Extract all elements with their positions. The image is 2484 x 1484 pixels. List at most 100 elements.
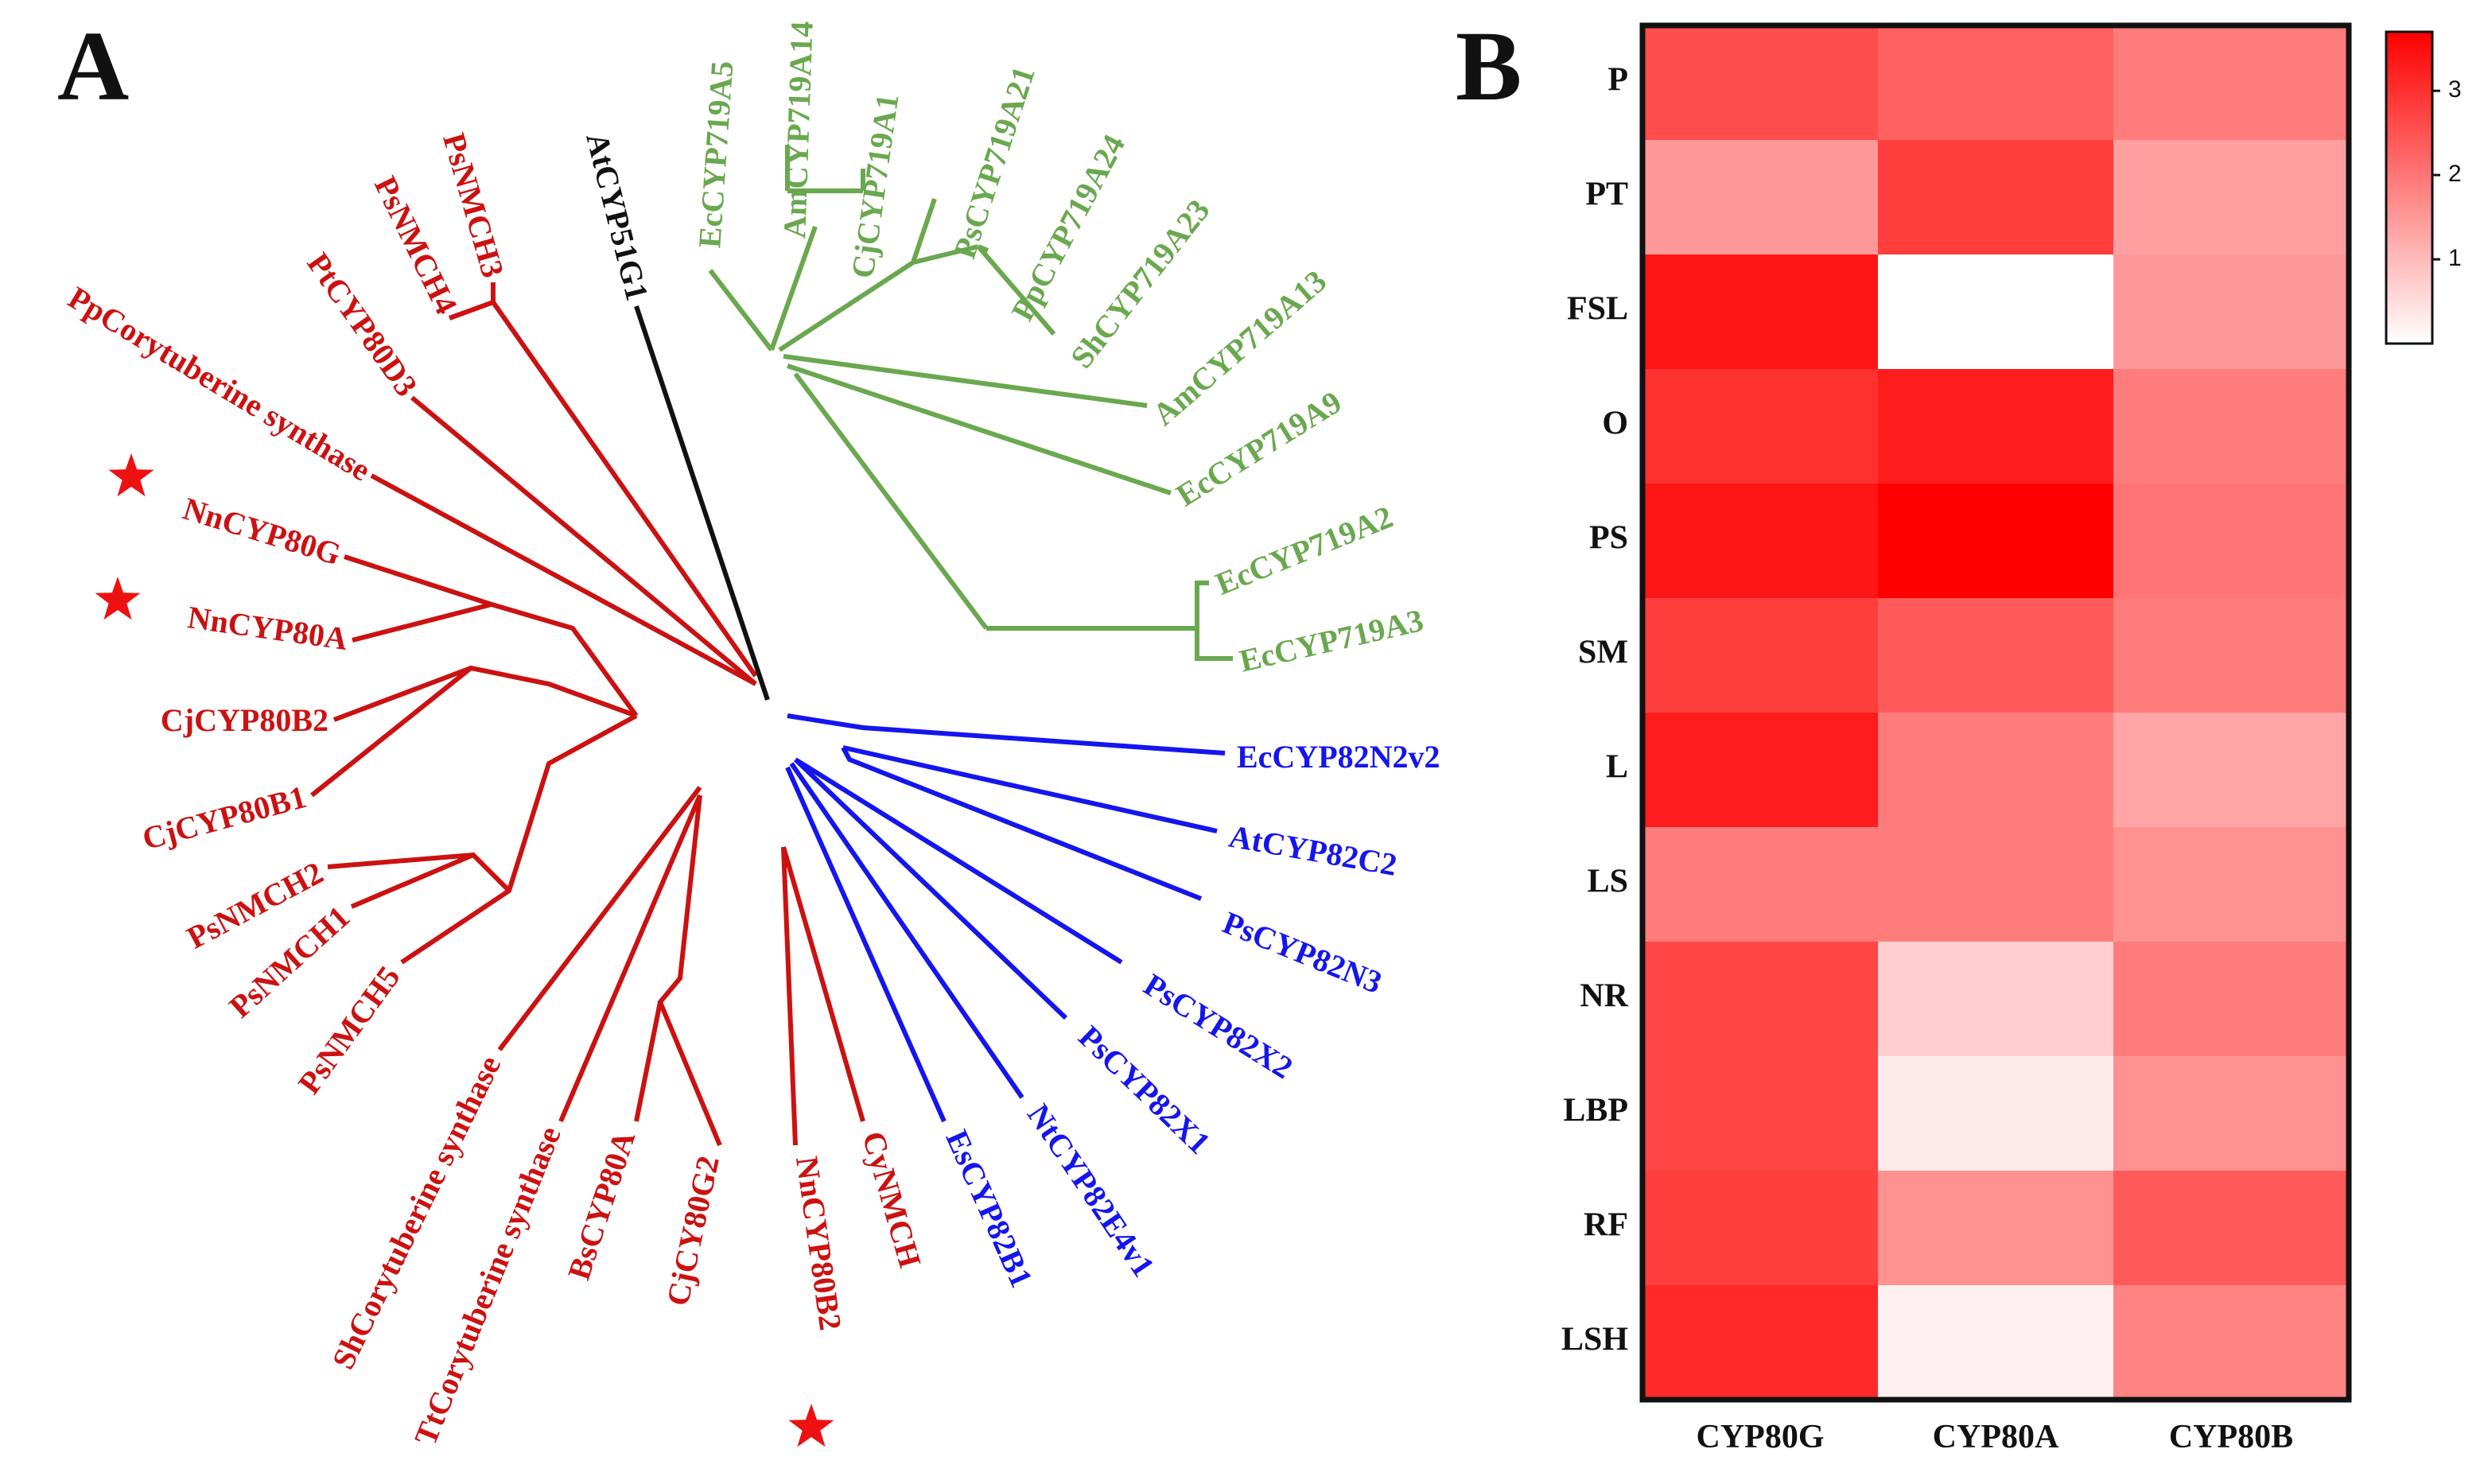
leaf-label-ps82n3: PsCYP82N3 [1218,904,1387,1000]
leaf-label-nn80g: NnCYP80G [179,491,345,573]
leaf-label-cynmch: CyNMCH [856,1128,929,1272]
branch-red-d [327,713,638,965]
branch-green-c [708,269,774,352]
leaf-label-cj719a1: CjCYP719A1 [844,91,905,280]
heatmap-cell-P-CYP80A [1878,25,2114,141]
panel-a-letter: A [57,12,129,122]
row-label-LBP: LBP [1563,1093,1628,1129]
heatmap-cell-LS-CYP80G [1642,827,1879,942]
heatmap-cell-L-CYP80G [1642,713,1879,828]
branch-red-b [634,794,722,1147]
leaf-label-ec82n2v2: EcCYP82N2v2 [1237,739,1440,775]
heatmap-cell-LSH-CYP80G [1642,1285,1879,1400]
branch-blue-c [785,757,1123,1123]
heatmap-cell-NR-CYP80G [1642,942,1879,1057]
row-label-L: L [1606,749,1628,786]
branch-red-e [310,665,638,798]
heatmap-column-labels: CYP80G CYP80A CYP80B [1697,1419,2294,1455]
heatmap-cell-P-CYP80B [2113,25,2350,141]
heatmap-cell-SM-CYP80B [2113,598,2350,713]
row-label-P: P [1607,62,1628,99]
phylogenetic-tree [310,145,1233,1147]
heatmap-cell-LBP-CYP80A [1878,1056,2114,1171]
heatmap-cell-PT-CYP80B [2113,140,2350,255]
leaf-label-nt82e4v1: NtCYP82E4v1 [1020,1097,1162,1283]
heatmap-cell-SM-CYP80A [1878,598,2114,713]
tree-leaf-labels: EcCYP719A5 AmCYP719A14 CjCYP719A1 PsCYP719A… [62,21,1440,1451]
heatmap-cell-SM-CYP80G [1642,598,1879,713]
branch-blue-b [841,745,1218,901]
row-label-SM: SM [1578,635,1628,671]
heatmap-cell-L-CYP80B [2113,713,2350,828]
leaf-label-ps719a21: PsCYP719A21 [946,62,1041,263]
heatmap-frame [1639,22,2352,1403]
leaf-label-ps82x2: PsCYP82X2 [1137,966,1299,1086]
heatmap-cell-FSL-CYP80B [2113,254,2350,370]
heatmap-cell-LBP-CYP80B [2113,1056,2350,1171]
row-label-RF: RF [1584,1207,1628,1244]
branch-red-h [448,282,758,678]
branch-red-f [344,554,639,717]
heatmap-cell-FSL-CYP80G [1642,254,1879,370]
heatmap-cell-O-CYP80G [1642,369,1879,484]
leaf-label-psnmch3: PsNMCH3 [436,129,511,282]
leaf-label-ec719a2: EcCYP719A2 [1211,499,1397,602]
row-label-LS: LS [1588,864,1628,900]
colorbar-tick-1: 1 [2448,245,2462,271]
leaf-label-cj80b2: CjCYP80B2 [161,702,328,738]
leaf-label-at51g1: AtCYP51G1 [579,129,655,304]
row-label-LSH: LSH [1561,1322,1628,1358]
branch-green-d [783,354,1172,495]
leaf-label-bs80a: BsCYP80A [561,1127,643,1284]
heatmap-cell-PS-CYP80B [2113,484,2350,599]
star-icon-nn80b2 [788,1404,834,1447]
branch-green-e [793,372,1233,661]
star-icon-nn80a [95,577,141,620]
row-label-PS: PS [1589,520,1628,557]
heatmap-cell-L-CYP80A [1878,713,2114,828]
colorbar-gradient [2385,30,2434,345]
heatmap-cell-LS-CYP80B [2113,827,2350,942]
colorbar-tick-3: 3 [2448,76,2462,103]
heatmap-cell-FSL-CYP80A [1878,254,2114,370]
leaf-label-cj80g2: CjCY80G2 [659,1152,726,1308]
row-label-FSL: FSL [1567,291,1628,328]
branch-blue-a [787,713,1226,756]
heatmap-cell-PS-CYP80G [1642,484,1879,599]
leaf-label-pt80d3: PtCYP80D3 [300,247,425,403]
heatmap-cell-O-CYP80B [2113,369,2350,484]
column-label-CYP80B: CYP80B [2169,1419,2293,1455]
column-label-CYP80G: CYP80G [1697,1419,1825,1455]
heatmap-cell-NR-CYP80B [2113,942,2350,1057]
column-label-CYP80A: CYP80A [1933,1419,2059,1455]
branch-green-a [769,145,865,352]
heatmap-cell-LSH-CYP80A [1878,1285,2114,1400]
highlight-stars [95,453,834,1447]
leaf-label-ps82x1: PsCYP82X1 [1071,1019,1217,1161]
expression-heatmap [1639,22,2352,1403]
heatmap-colorbar: 1 2 3 [2385,30,2462,345]
branch-red-c [497,786,702,1123]
heatmap-cell-RF-CYP80A [1878,1171,2114,1286]
leaf-label-ec719a5: EcCYP719A5 [691,60,740,249]
branch-black [634,305,770,701]
heatmap-cell-PT-CYP80A [1878,140,2114,255]
leaf-label-nn80b2: NnCYP80B2 [789,1154,849,1332]
heatmap-cell-P-CYP80G [1642,25,1879,141]
heatmap-cell-LS-CYP80A [1878,827,2114,942]
row-label-PT: PT [1585,177,1628,213]
leaf-label-ppcs: PpCorytuberine synthase [62,279,377,488]
heatmap-cell-PS-CYP80A [1878,484,2114,599]
star-icon-nn80g [108,453,154,497]
leaf-label-at82c2: AtCYP82C2 [1226,818,1400,883]
branch-red-i [410,395,757,686]
heatmap-cell-O-CYP80A [1878,369,2114,484]
leaf-label-psnmch4: PsNMCH4 [367,170,465,319]
branch-green-b [778,198,1056,352]
leaf-label-am719a14: AmCYP719A14 [776,21,820,239]
branch-red-g [370,473,757,686]
heatmap-cell-LSH-CYP80B [2113,1285,2350,1400]
colorbar-tick-2: 2 [2448,161,2462,187]
